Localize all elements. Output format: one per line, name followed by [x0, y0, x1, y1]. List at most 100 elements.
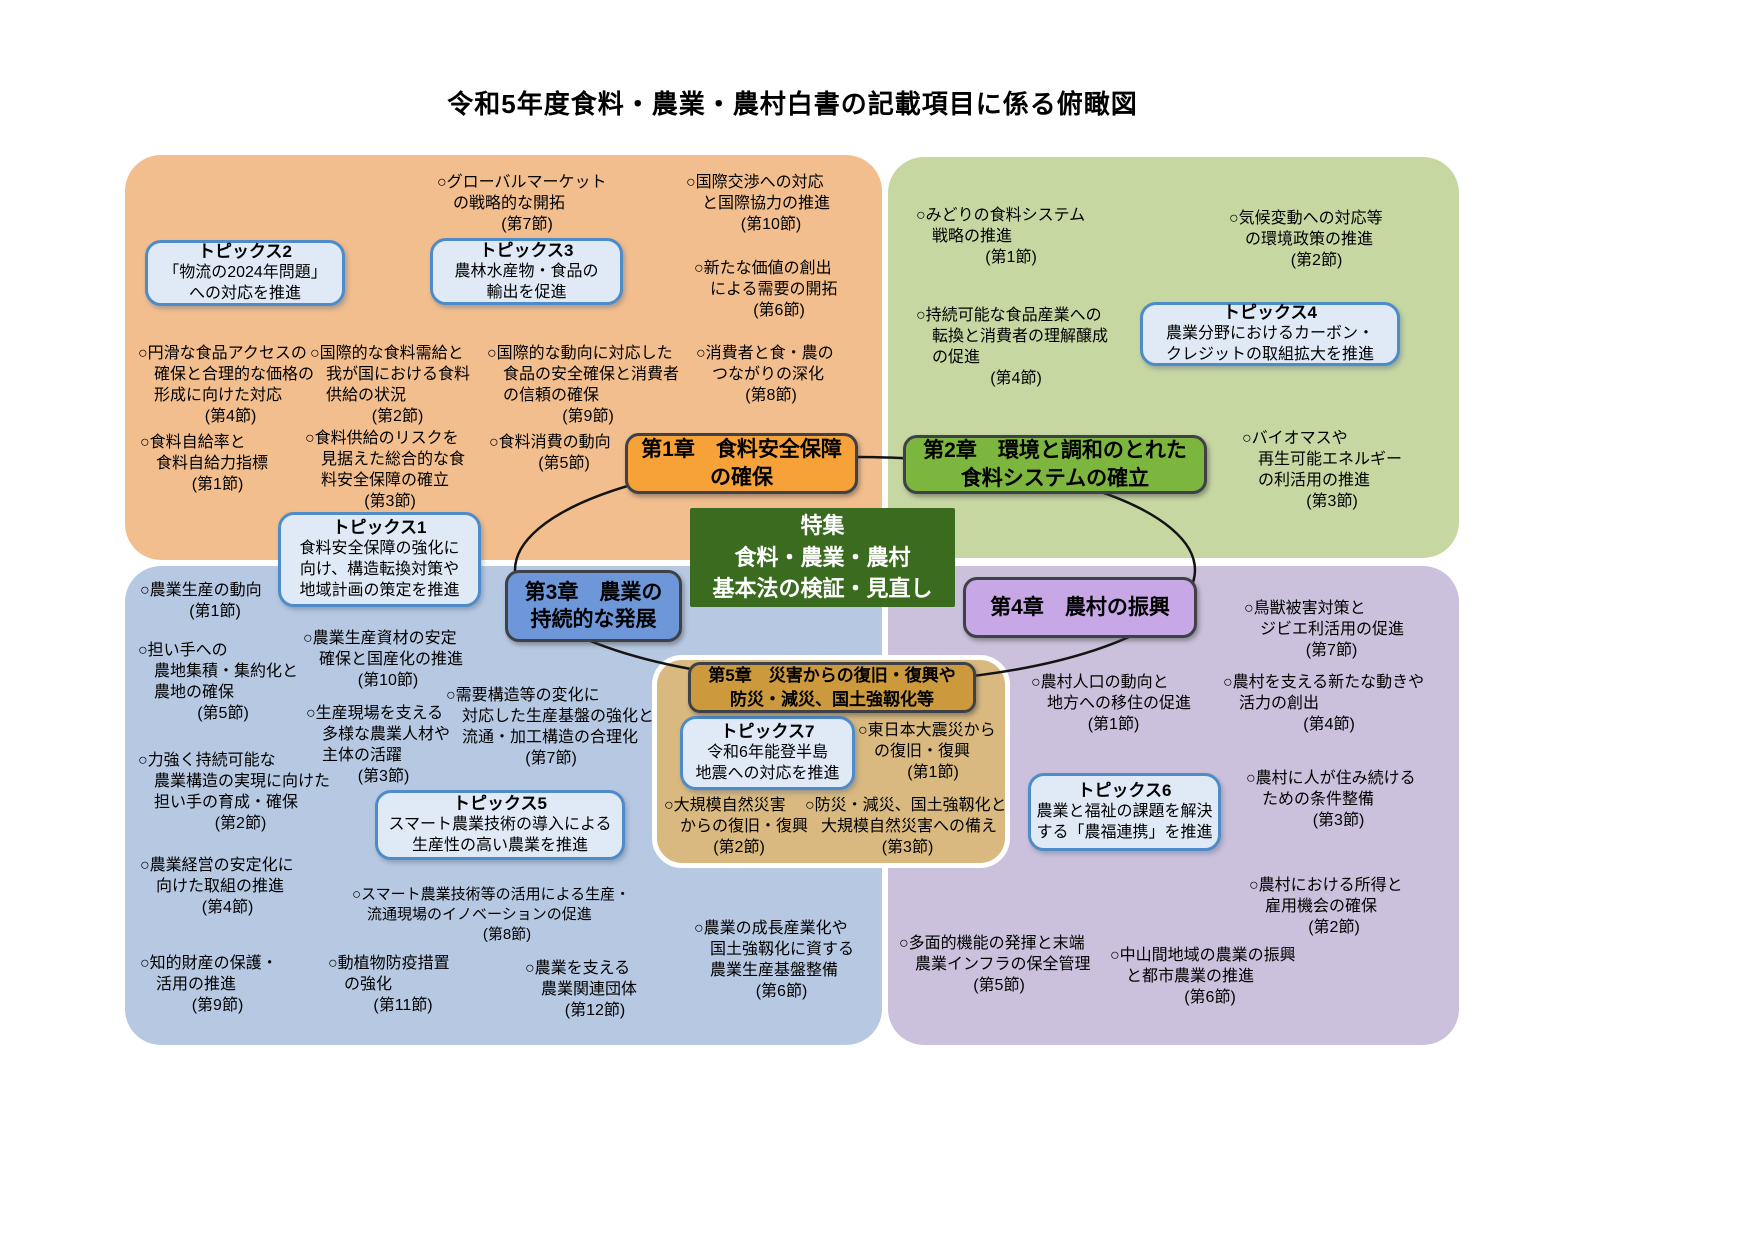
bullet-item: ○知的財産の保護・活用の推進 (第9節): [140, 953, 295, 1016]
item-text: ○農業の成長産業化や: [694, 920, 848, 937]
bullet-item: ○新たな価値の創出による需要の開拓(第6節): [694, 258, 864, 321]
chapter4-line1: 第4章 農村の振興: [990, 595, 1170, 619]
bullet-item: ○東日本大震災からの復旧・復興(第1節): [858, 720, 1008, 783]
item-text: 雇用機会の確保: [1265, 898, 1378, 916]
item-text: ○生産現場を支える: [306, 705, 444, 722]
item-text: 担い手の育成・確保: [154, 794, 299, 812]
bullet-item: ○みどりの食料システム戦略の推進(第1節): [916, 205, 1106, 268]
section-ref: (第3節): [881, 839, 934, 857]
item-text: と国際協力の推進: [702, 195, 831, 213]
bullet-item: ○スマート農業技術等の活用による生産・流通現場のイノベーションの促進(第8節): [352, 885, 662, 944]
item-text: ○農村を支える新たな動きや: [1223, 674, 1425, 691]
bullet-item: ○グローバルマーケットの戦略的な開拓(第7節): [437, 172, 617, 235]
section-ref: (第4節): [204, 408, 257, 426]
item-text: 対応した生産基盤の強化と: [462, 708, 655, 726]
topic-title: トピックス1: [332, 518, 427, 538]
bullet-item: ○生産現場を支える多様な農業人材や主体の活躍(第3節): [306, 703, 461, 787]
item-text: ○国際的な食料需給と: [310, 345, 464, 362]
bullet-item: ○農業の成長産業化や国土強靱化に資する農業生産基盤整備(第6節): [694, 918, 869, 1002]
topic-text: 令和6年能登半島: [707, 744, 828, 762]
section-ref: (第9節): [191, 997, 244, 1015]
bullet-item: ○気候変動への対応等の環境政策の推進(第2節): [1229, 208, 1404, 271]
bullet-item: ○防災・減災、国土強靱化と大規模自然災害への備え(第3節): [805, 795, 1010, 858]
item-text: ○多面的機能の発揮と末端: [899, 935, 1085, 952]
bullet-item: ○農業生産の動向 (第1節): [140, 580, 290, 622]
item-text: ための条件整備: [1262, 791, 1375, 809]
section-ref: (第2節): [214, 815, 267, 833]
bullet-item: ○力強く持続可能な農業構造の実現に向けた担い手の育成・確保(第2節): [138, 750, 343, 834]
item-text: の利活用の推進: [1258, 472, 1371, 490]
item-text: 向けた取組の推進: [156, 878, 285, 896]
item-text: ○円滑な食品アクセスの: [138, 345, 307, 362]
item-text: ○農業経営の安定化に: [140, 857, 294, 874]
item-text: ○農業生産の動向: [140, 582, 262, 599]
item-text: 再生可能エネルギー: [1258, 451, 1403, 469]
bullet-item: ○農業生産資材の安定確保と国産化の推進 (第10節): [303, 628, 473, 691]
section-ref: (第1節): [191, 476, 244, 494]
item-text: ○防災・減災、国土強靱化と: [805, 797, 1007, 814]
section-ref: (第2節): [1308, 919, 1360, 937]
section-ref: (第3節): [357, 768, 410, 786]
item-text: 農業関連団体: [541, 981, 638, 999]
item-text: ○バイオマスや: [1242, 430, 1348, 447]
section-ref: (第6節): [1184, 989, 1236, 1007]
page-title: 令和5年度食料・農業・農村白書の記載項目に係る俯瞰図: [447, 89, 1138, 119]
special-feature-box: 特集 食料・農業・農村 基本法の検証・見直し: [690, 508, 955, 607]
item-text: ○需要構造等の変化に: [446, 687, 600, 704]
section-ref: (第1節): [907, 764, 959, 782]
section-ref: (第9節): [562, 408, 614, 426]
topic-text: する「農福連携」を推進: [1036, 824, 1213, 842]
section-ref: (第5節): [973, 977, 1025, 995]
item-text: 活力の創出: [1239, 695, 1320, 713]
item-text: 確保と国産化の推進: [319, 651, 464, 669]
chapter1-box: 第1章 食料安全保障 の確保: [625, 433, 858, 494]
item-text: ○国際的な動向に対応した: [487, 345, 673, 362]
bullet-item: ○農村人口の動向と地方への移住の促進(第1節): [1031, 672, 1196, 735]
chapter1-line2: の確保: [710, 465, 773, 489]
item-text: からの復旧・復興: [680, 818, 809, 836]
item-text: ○知的財産の保護・: [140, 955, 278, 972]
chapter5-box: 第5章 災害からの復旧・復興や 防災・減災、国土強靱化等: [688, 662, 976, 713]
bullet-item: ○担い手への農地集積・集約化と農地の確保(第5節): [138, 640, 308, 724]
section-ref: (第1節): [189, 603, 241, 621]
topic-text: クレジットの取組拡大を推進: [1165, 346, 1374, 364]
chapter4-box: 第4章 農村の振興: [963, 577, 1197, 638]
item-text: 多様な農業人材や: [322, 726, 451, 744]
section-ref: (第10節): [357, 672, 419, 690]
topic-text: 輸出を促進: [486, 283, 567, 301]
topic-text: 生産性の高い農業を推進: [411, 837, 588, 855]
item-text: 活用の推進: [156, 976, 237, 994]
topic-title: トピックス6: [1077, 781, 1172, 801]
topic-text: への対応を推進: [188, 285, 301, 303]
bullet-item: ○農業経営の安定化に向けた取組の推進(第4節): [140, 855, 315, 918]
section-ref: (第3節): [1312, 812, 1365, 830]
bullet-item: ○食料供給のリスクを見据えた総合的な食料安全保障の確立(第3節): [305, 428, 475, 512]
item-text: 国土強靱化に資する: [710, 941, 855, 959]
item-text: つながりの深化: [712, 366, 825, 384]
item-text: の信頼の確保: [503, 387, 600, 405]
chapter5-line1: 第5章 災害からの復旧・復興や: [708, 665, 956, 685]
item-text: 料安全保障の確立: [321, 472, 450, 490]
item-text: ○農業生産資材の安定: [303, 630, 457, 647]
item-text: 地方への移住の促進: [1047, 695, 1192, 713]
chapter2-box: 第2章 環境と調和のとれた 食料システムの確立: [903, 435, 1207, 494]
bullet-item: ○食料自給率と食料自給力指標(第1節): [140, 432, 295, 495]
bullet-item: ○消費者と食・農のつながりの深化(第8節): [696, 343, 846, 406]
section-ref: (第7節): [1305, 642, 1358, 660]
item-text: 転換と消費者の理解醸成: [932, 328, 1109, 346]
item-text: ○農業を支える: [525, 960, 631, 977]
section-ref: (第3節): [1306, 493, 1358, 511]
item-text: 農地集積・集約化と: [154, 663, 299, 681]
topic-title: トピックス3: [479, 240, 574, 260]
chapter2-line2: 食料システムの確立: [960, 466, 1150, 490]
chapter5-line2: 防災・減災、国土強靱化等: [730, 689, 934, 709]
bullet-item: ○バイオマスや再生可能エネルギーの利活用の推進 (第3節): [1242, 428, 1422, 512]
item-text: 農地の確保: [154, 684, 235, 702]
item-text: の強化: [344, 976, 393, 994]
section-ref: (第3節): [364, 493, 416, 511]
item-text: の環境政策の推進: [1245, 231, 1374, 249]
section-ref: (第6節): [753, 302, 805, 320]
